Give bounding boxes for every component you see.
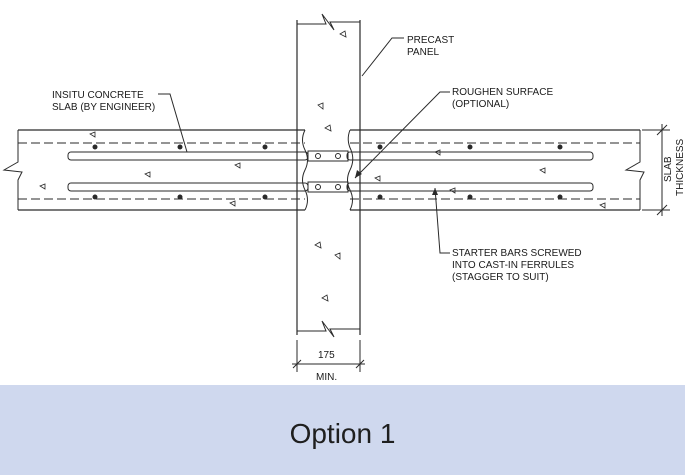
construction-detail-drawing: PRECAST PANEL INSITU CONCRETE SLAB (BY E…	[2, 13, 685, 383]
insitu-slab-right	[347, 129, 645, 211]
dimension-value: 175	[318, 350, 335, 361]
starter-bars	[67, 151, 594, 192]
panel-width-dimension	[292, 340, 365, 372]
precast-panel	[296, 13, 361, 338]
starter-bars-label-2: INTO CAST-IN FERRULES	[452, 260, 574, 271]
caption-band	[0, 385, 685, 475]
insitu-slab-left	[2, 129, 308, 211]
slab-thickness-dimension	[642, 124, 670, 216]
insitu-slab-label-2: SLAB (BY ENGINEER)	[52, 102, 155, 113]
precast-panel-label-2: PANEL	[407, 47, 439, 58]
starter-bars-label-3: (STAGGER TO SUIT)	[452, 272, 549, 283]
precast-panel-label-1: PRECAST	[407, 35, 454, 46]
slab-thickness-label-2: THICKNESS	[675, 138, 685, 196]
slab-thickness-label-1: SLAB	[663, 156, 674, 182]
cast-in-ferrules	[307, 150, 349, 193]
dimension-note: MIN.	[316, 372, 337, 383]
leader-lines	[158, 37, 450, 254]
roughen-surface-label-1: ROUGHEN SURFACE	[452, 87, 553, 98]
insitu-slab-label-1: INSITU CONCRETE	[52, 90, 144, 101]
roughen-surface-label-2: (OPTIONAL)	[452, 99, 509, 110]
reinforcement-dots	[92, 144, 563, 200]
slide-caption: Option 1	[289, 418, 396, 449]
starter-bars-label-1: STARTER BARS SCREWED	[452, 248, 582, 259]
detail-svg: PRECAST PANEL INSITU CONCRETE SLAB (BY E…	[2, 13, 685, 383]
aggregate-marks	[39, 30, 606, 302]
